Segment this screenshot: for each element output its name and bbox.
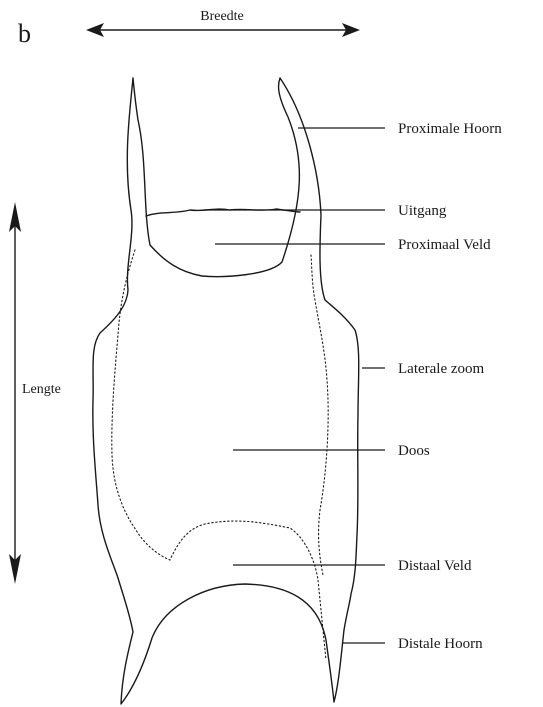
exit-label: Uitgang [398, 203, 447, 219]
lateral-seam-label: Laterale zoom [398, 361, 485, 377]
length-dimension-arrow [9, 202, 21, 584]
width-dimension-arrow [86, 23, 360, 37]
panel-letter: b [18, 19, 31, 48]
length-label: Lengte [22, 382, 61, 397]
box-label: Doos [398, 443, 430, 459]
capsule-outline [93, 78, 359, 704]
proximal-field-label: Proximaal Veld [398, 237, 491, 253]
inner-wall-dotted [112, 250, 326, 660]
proximal-horn-label: Proximale Hoorn [398, 121, 502, 137]
width-label: Breedte [200, 9, 244, 24]
distal-horn-label: Distale Hoorn [398, 636, 483, 652]
distal-field-label: Distaal Veld [398, 558, 472, 574]
inner-wall-dotted-right [311, 255, 328, 575]
